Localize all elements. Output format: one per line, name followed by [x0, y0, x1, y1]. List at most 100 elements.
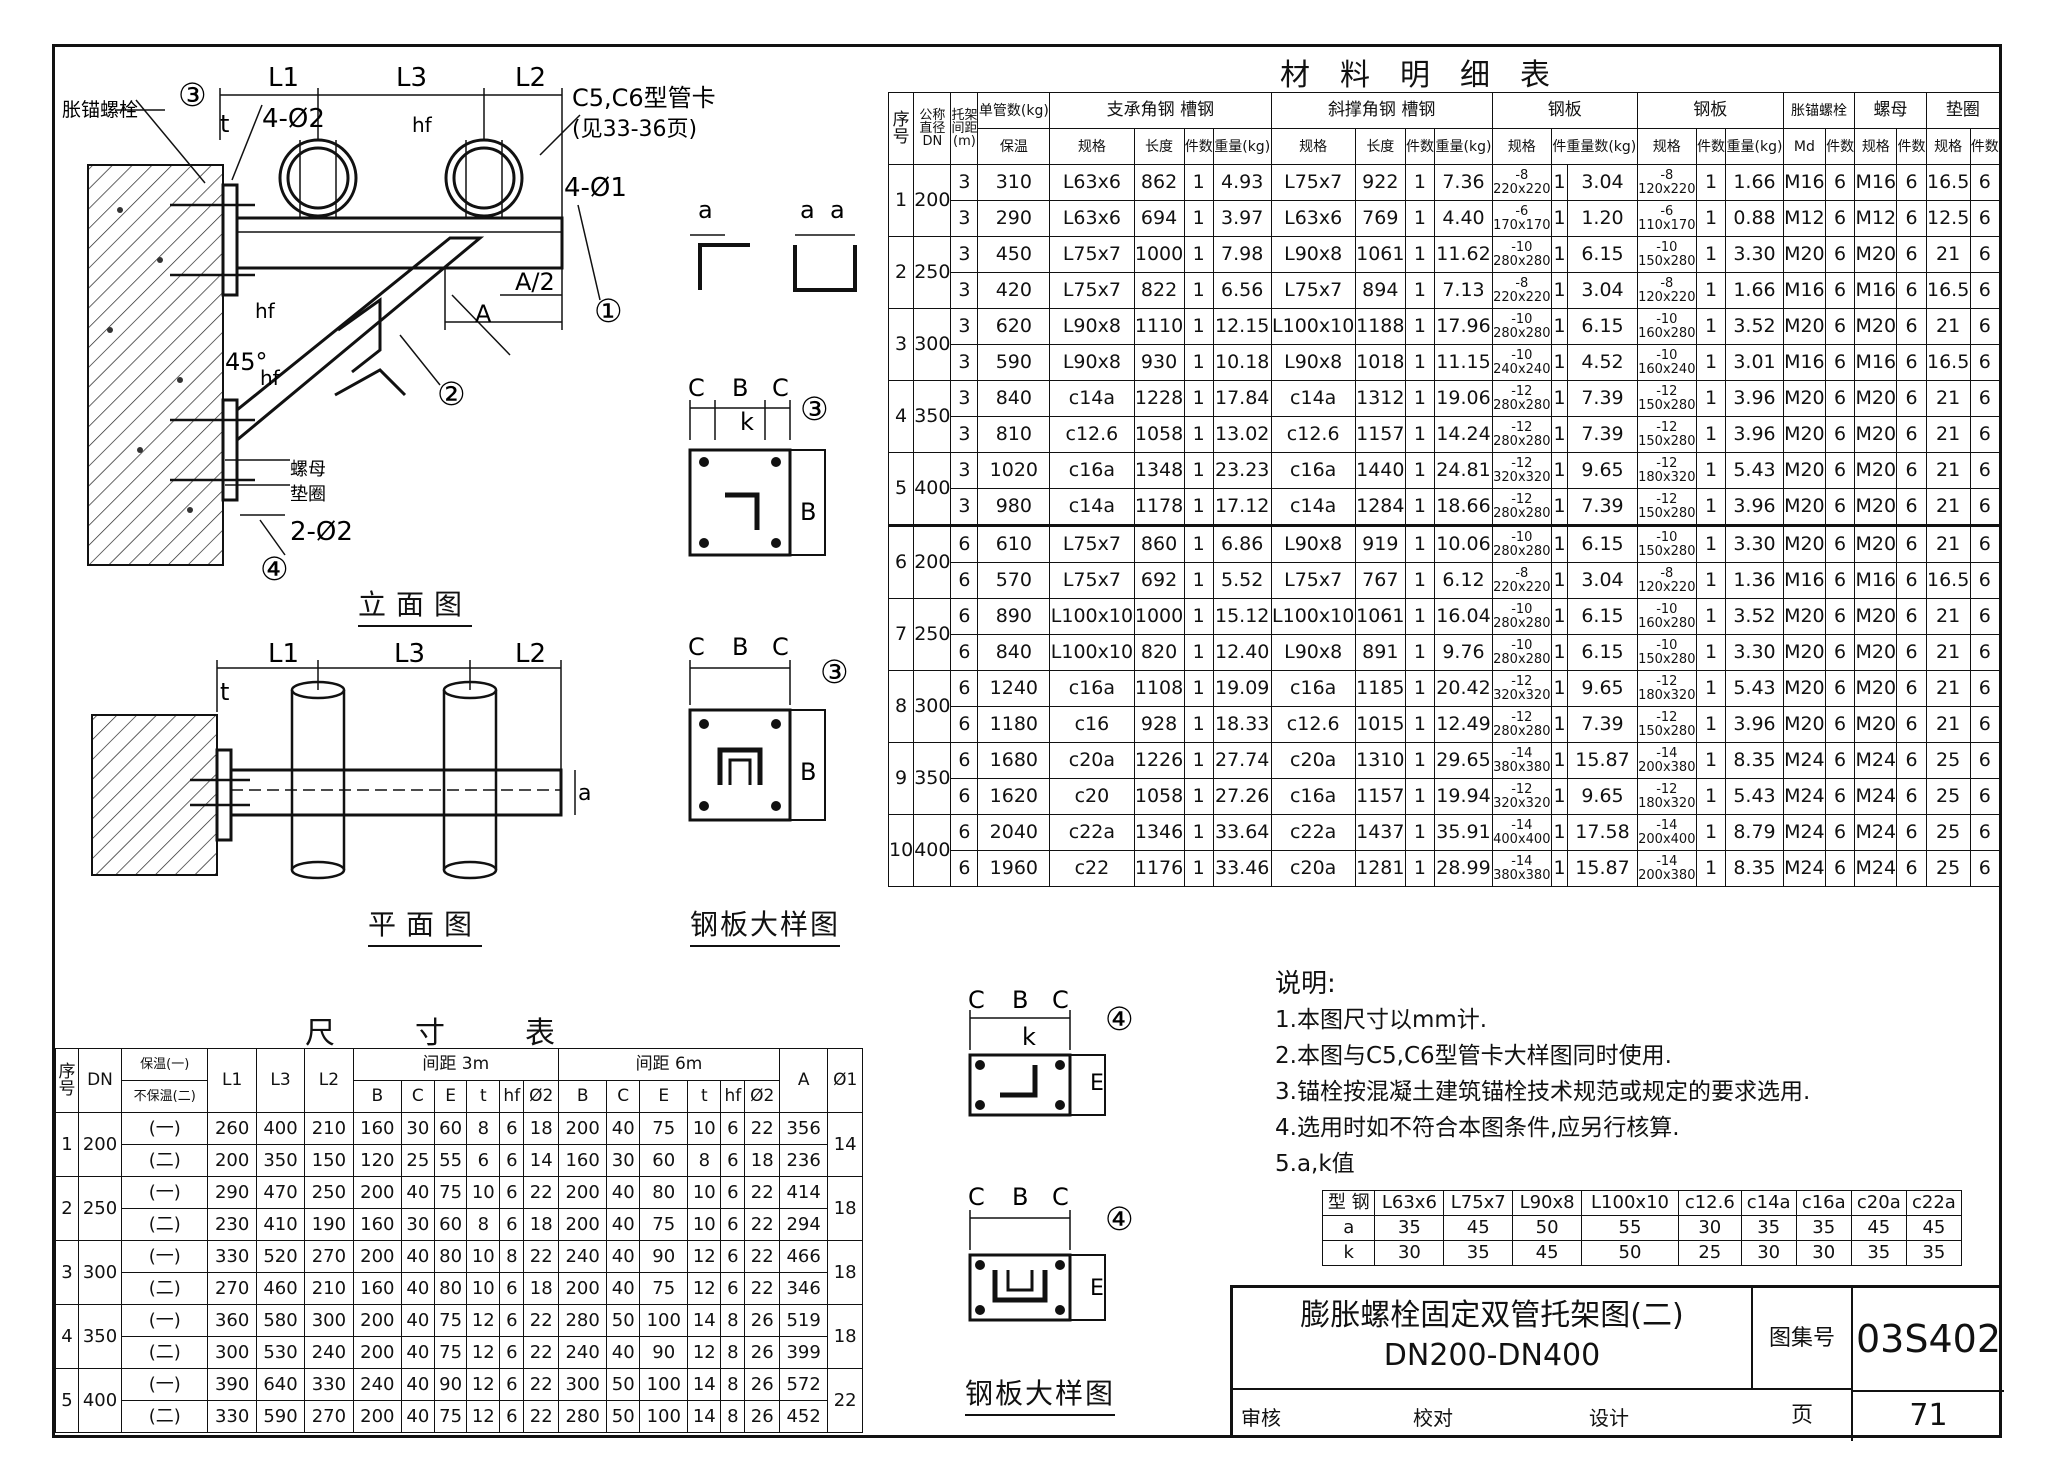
table-cell: 50: [606, 1304, 641, 1337]
dn-cell: 350: [913, 380, 952, 453]
label-clamp: C5,C6型管卡: [572, 84, 716, 112]
table-cell: 1: [1550, 272, 1569, 309]
table-cell: 1157: [1354, 778, 1406, 815]
table-cell: 1: [1183, 814, 1214, 851]
table-cell: 23.23: [1212, 452, 1272, 489]
table-cell: 330: [304, 1368, 354, 1401]
table-cell: M24: [1782, 814, 1826, 851]
table-cell: M20: [1782, 488, 1826, 526]
seq-cell: 5: [887, 452, 915, 526]
table-cell: M16: [1854, 344, 1898, 381]
table-cell: 6: [499, 1304, 525, 1337]
support-angle: [235, 216, 564, 270]
dim-A-half: A/2: [515, 268, 555, 296]
table-cell: 40: [401, 1336, 435, 1369]
table-cell: 1: [1695, 380, 1727, 417]
table-cell: 8: [466, 1112, 501, 1145]
table-cell: L90x8: [1270, 525, 1356, 563]
table-cell: 8.79: [1725, 814, 1784, 851]
table-cell: 6: [950, 562, 979, 599]
table-cell: 50: [606, 1368, 641, 1401]
table-cell: 6: [1896, 598, 1927, 635]
dim-B-3a: B: [732, 374, 748, 402]
table-cell: 21: [1925, 634, 1971, 671]
table-cell: 2040: [977, 814, 1051, 851]
phi1-cell: 18: [827, 1304, 863, 1369]
table-cell: 160: [557, 1144, 608, 1177]
table-cell: L75x7: [1270, 164, 1356, 201]
table-cell: c16a: [1270, 452, 1356, 489]
table-cell: 12.49: [1434, 706, 1493, 743]
label-anchor-bolt: 胀锚螺栓: [62, 99, 138, 121]
ak-a-value: 30: [1678, 1215, 1742, 1241]
table-cell: 190: [304, 1208, 354, 1241]
table-cell: 1620: [977, 778, 1051, 815]
table-cell: 13.02: [1212, 416, 1272, 453]
header-spec: 规格: [1925, 128, 1971, 165]
table-cell: (二): [120, 1144, 209, 1177]
seq-cell: 8: [887, 670, 915, 743]
table-cell: M20: [1854, 634, 1898, 671]
table-cell: 6: [720, 1144, 746, 1177]
table-cell: M20: [1782, 380, 1826, 417]
table-cell: M20: [1854, 488, 1898, 526]
plan-dim-L2: L2: [515, 639, 546, 669]
ak-k-value: 35: [1905, 1240, 1963, 1266]
table-cell: 40: [606, 1112, 641, 1145]
table-cell: 14: [687, 1400, 722, 1433]
dim-C-3b-left: C: [688, 633, 705, 661]
table-cell: 20.42: [1434, 670, 1493, 707]
dn-cell: 200: [913, 525, 952, 599]
table-cell: 210: [304, 1112, 354, 1145]
table-cell: 10: [687, 1176, 722, 1209]
dim-A: A: [475, 300, 492, 328]
ak-col: L75x7: [1443, 1190, 1514, 1216]
table-cell: c20a: [1270, 742, 1356, 779]
table-cell: 26: [744, 1368, 780, 1401]
review-label: 审核: [1241, 1406, 1281, 1430]
table-cell: 1: [1183, 452, 1214, 489]
table-cell: 520: [255, 1240, 306, 1273]
table-cell: 1180: [977, 706, 1051, 743]
section-sketches: [690, 234, 857, 292]
table-cell: 300: [304, 1304, 354, 1337]
table-cell: 3.96: [1725, 380, 1784, 417]
table-cell: 3.96: [1725, 416, 1784, 453]
table-cell: 290: [207, 1176, 257, 1209]
table-cell: 3: [950, 452, 979, 489]
callout-3-detail-a: ③: [800, 390, 829, 428]
table-cell: 10: [466, 1240, 501, 1273]
dn-cell: 300: [78, 1240, 122, 1305]
table-cell: 40: [401, 1176, 435, 1209]
dim-L2: L2: [515, 63, 546, 93]
table-cell: 300: [207, 1336, 257, 1369]
table-cell: 1228: [1133, 380, 1185, 417]
check-label: 校对: [1413, 1406, 1453, 1430]
table-cell: M16: [1782, 344, 1826, 381]
table-cell: 3: [950, 344, 979, 381]
phi1-cell: 18: [827, 1240, 863, 1305]
table-cell: M12: [1854, 200, 1898, 237]
table-cell: 1: [1404, 634, 1436, 671]
table-cell: 6: [1969, 200, 2001, 237]
header-phi1: Ø1: [827, 1048, 863, 1113]
table-cell: M24: [1854, 778, 1898, 815]
table-cell: M20: [1782, 706, 1826, 743]
table-cell: 6: [1969, 488, 2001, 526]
table-cell: 410: [255, 1208, 306, 1241]
table-cell: 1346: [1133, 814, 1185, 851]
table-cell: 620: [977, 308, 1051, 345]
header-spacing-3m: 间距 3m: [352, 1048, 559, 1081]
